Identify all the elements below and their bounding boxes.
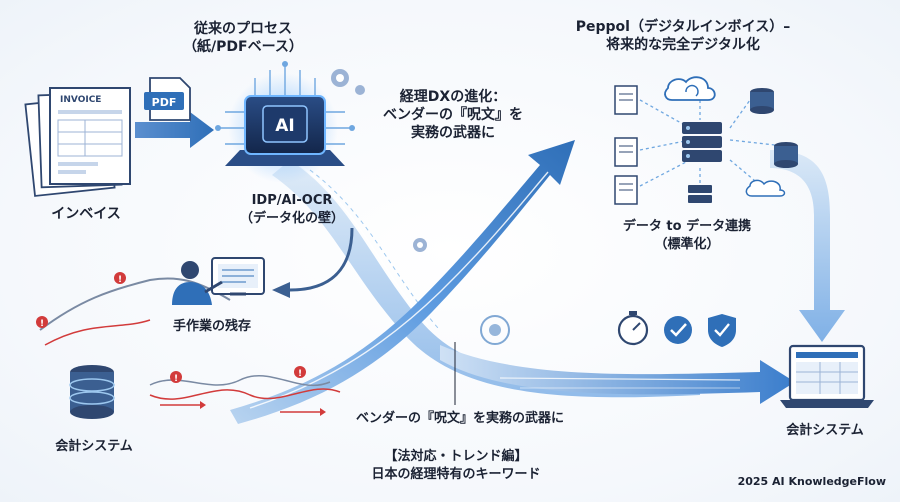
laptop-accounting-icon	[780, 344, 874, 408]
idp-ocr-label: IDP/AI-OCR （データ化の壁）	[239, 193, 344, 226]
gear-icon	[331, 69, 427, 252]
return-to-manual-arrow	[272, 227, 354, 298]
database-icon	[69, 365, 115, 419]
check-circle-icon	[664, 316, 692, 344]
svg-text:!: !	[174, 374, 178, 384]
svg-text:!: !	[118, 275, 122, 285]
invoice-document-icon: INVOICE	[24, 87, 131, 197]
data-link-label: データ to データ連携 （標準化）	[622, 219, 752, 252]
invoice-label: インベイス	[51, 206, 121, 222]
accounting-stream	[440, 315, 795, 404]
pdf-badge-text: PDF	[152, 96, 177, 109]
credit-text: 2025 AI KnowledgeFlow	[737, 475, 886, 488]
footer-title: 【法対応・トレンド編】 日本の経理特有のキーワード	[371, 449, 541, 482]
svg-text:!: !	[298, 369, 302, 379]
pdf-file-icon: PDF	[144, 77, 191, 121]
shield-check-icon	[708, 314, 736, 347]
manual-work-label: 手作業の残存	[172, 319, 251, 334]
svg-text:!: !	[40, 319, 44, 329]
peppol-to-accounting-arrow	[770, 150, 845, 342]
vendor-spell-label: ベンダーの『呪文』を実務の武器に	[356, 411, 565, 426]
peppol-network-icon	[614, 76, 798, 205]
warning-icons: ! ! ! !	[36, 272, 306, 384]
accounting-system-right-label: 会計システム	[786, 423, 864, 438]
chip-ai-text: AI	[275, 116, 294, 136]
legacy-process-label: 従来のプロセス （紙/PDFベース）	[183, 21, 303, 55]
invoice-header-text: INVOICE	[60, 95, 101, 105]
accounting-system-left-label: 会計システム	[55, 439, 133, 454]
dx-evolution-label: 経理DXの進化： ベンダーの『呪文』を 実務の武器に	[383, 89, 523, 141]
stopwatch-icon	[617, 311, 649, 346]
peppol-label: Peppol（デジタルインボイス）– 将来的な完全デジタル化	[575, 19, 791, 53]
invoice-to-ocr-arrow	[135, 112, 214, 148]
ai-chip-icon: AI	[215, 61, 355, 183]
manual-worker-icon	[172, 257, 265, 305]
